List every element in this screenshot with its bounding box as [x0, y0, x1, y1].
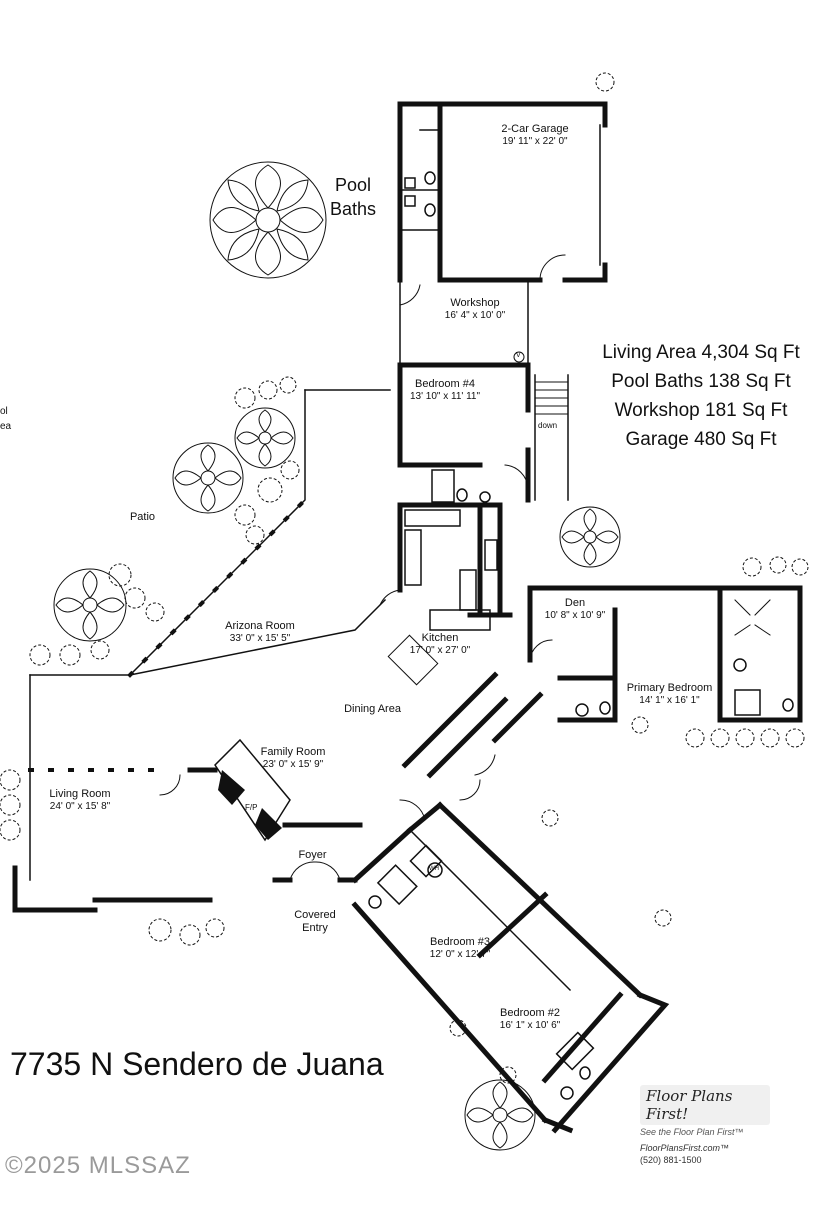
workshop-stat: Workshop 181 Sq Ft	[614, 400, 788, 421]
stairs-down-label: down	[538, 421, 558, 430]
fireplace-label: F/P	[245, 803, 258, 812]
room-family: Family Room 23' 0" x 15' 9"	[260, 746, 326, 770]
tree-icon	[234, 407, 296, 469]
brand-phone: (520) 881-1500	[640, 1155, 702, 1165]
room-dining: Dining Area	[344, 703, 401, 715]
room-primary-bedroom: Primary Bedroom 14' 1" x 16' 1"	[626, 682, 713, 706]
garage-stat: Garage 480 Sq Ft	[625, 429, 777, 450]
room-kitchen: Kitchen 17' 0" x 27' 0"	[409, 632, 471, 656]
room-covered-entry: Covered Entry	[294, 909, 336, 934]
tree-icon	[464, 1079, 536, 1151]
tree-icon	[53, 568, 127, 642]
tree-icon	[172, 442, 244, 514]
brand-logo: Floor Plans First!	[640, 1085, 770, 1125]
living-area-stat: Living Area 4,304 Sq Ft	[602, 342, 800, 363]
room-foyer: Foyer	[298, 849, 327, 861]
room-den: Den 10' 8" x 10' 9"	[544, 597, 606, 621]
brand-block: Floor Plans First! See the Floor Plan Fi…	[640, 1085, 770, 1165]
cropped-label: ol ea	[0, 406, 12, 432]
room-bedroom-3: Bedroom #3 12' 0" x 12' 7"	[429, 936, 491, 960]
water-heater-label: WH	[429, 866, 439, 872]
valve-label: V	[516, 352, 521, 359]
area-summary: Living Area 4,304 Sq Ft Pool Baths 138 S…	[585, 338, 817, 454]
room-arizona: Arizona Room 33' 0" x 15' 5"	[225, 620, 295, 644]
room-living: Living Room 24' 0" x 15' 8"	[49, 788, 111, 812]
garage-side-door	[539, 254, 566, 281]
property-address: 7735 N Sendero de Juana	[10, 1046, 384, 1082]
brand-url: FloorPlansFirst.com™	[640, 1143, 730, 1153]
room-garage: 2-Car Garage 19' 11" x 22' 0"	[501, 123, 569, 147]
garage-walls	[397, 101, 608, 283]
tree-icon	[209, 161, 327, 279]
pool-baths-stat: Pool Baths 138 Sq Ft	[611, 371, 791, 392]
tree-icon	[559, 506, 621, 568]
brand-tagline: See the Floor Plan First™	[640, 1127, 744, 1137]
room-bedroom-4: Bedroom #4 13' 10" x 11' 11"	[409, 378, 481, 402]
room-patio: Patio	[129, 511, 156, 523]
pool-baths-label: Pool Baths	[330, 175, 377, 219]
room-bedroom-2: Bedroom #2 16' 1" x 10' 6"	[499, 1007, 561, 1031]
copyright-watermark: ©2025 MLSSAZ	[5, 1152, 191, 1179]
room-workshop: Workshop 16' 4" x 10' 0"	[444, 297, 506, 321]
